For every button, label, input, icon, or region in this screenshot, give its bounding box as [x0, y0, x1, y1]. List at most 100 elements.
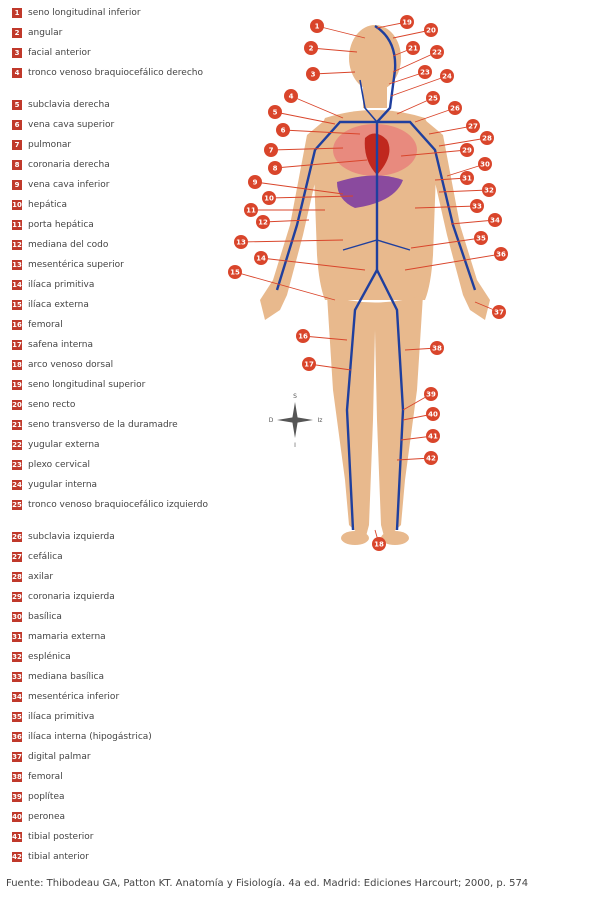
- number-marker-label: 32: [484, 187, 494, 195]
- legend-item: 32esplénica: [12, 652, 222, 663]
- source-citation: Fuente: Thibodeau GA, Patton KT. Anatomí…: [6, 877, 596, 890]
- number-marker-label: 1: [315, 23, 320, 31]
- legend-item: 13 mesentérica superior: [12, 260, 222, 271]
- number-marker-label: 3: [311, 71, 316, 79]
- legend-item: 33 mediana basílica: [12, 672, 222, 683]
- legend-item: 41tibial posterior: [12, 832, 222, 843]
- venous-system-diagram: S I D Iz 1234567891011121314151617181920…: [225, 10, 525, 555]
- legend-label: femoral: [28, 772, 63, 783]
- legend-item: 25tronco venoso braquiocefálico izquierd…: [12, 500, 222, 511]
- legend-label: coronaria izquierda: [28, 592, 115, 603]
- number-marker-label: 40: [428, 411, 438, 419]
- legend-number-badge: 29: [12, 592, 22, 602]
- legend-item: 15 ilíaca externa: [12, 300, 222, 311]
- legend-item: 39poplítea: [12, 792, 222, 803]
- legend-number-badge: 2: [12, 28, 22, 38]
- legend-number-badge: 16: [12, 320, 22, 330]
- legend-item: 34 mesentérica inferior: [12, 692, 222, 703]
- number-marker-label: 22: [432, 49, 442, 57]
- number-marker-label: 28: [482, 135, 492, 143]
- number-marker-label: 24: [442, 73, 452, 81]
- legend-label: subclavia derecha: [28, 100, 110, 111]
- number-marker-label: 12: [258, 219, 268, 227]
- marker-leader-line: [291, 96, 343, 118]
- legend-label: ilíaca interna (hipogástrica): [28, 732, 152, 743]
- legend-item: 42 tibial anterior: [12, 852, 222, 863]
- legend-item: 30basílica: [12, 612, 222, 623]
- legend-number-badge: 18: [12, 360, 22, 370]
- legend-label: pulmonar: [28, 140, 71, 151]
- legend-item: 4tronco venoso braquiocefálico derecho: [12, 68, 222, 79]
- number-marker-label: 16: [298, 333, 308, 341]
- legend-label: mediana basílica: [28, 672, 104, 683]
- legend-number-badge: 31: [12, 632, 22, 642]
- legend-label: vena cava superior: [28, 120, 114, 131]
- legend-item: 10hepática: [12, 200, 222, 211]
- legend-number-badge: 28: [12, 572, 22, 582]
- number-marker-label: 35: [476, 235, 486, 243]
- marker-leader-line: [317, 26, 365, 38]
- legend-number-badge: 26: [12, 532, 22, 542]
- legend-number-badge: 27: [12, 552, 22, 562]
- legend-item: 1 seno longitudinal inferior: [12, 8, 222, 19]
- legend-number-badge: 25: [12, 500, 22, 510]
- legend-label: ilíaca externa: [28, 300, 89, 311]
- number-marker-label: 31: [462, 175, 472, 183]
- legend-label: tibial anterior: [28, 852, 89, 863]
- legend-number-badge: 15: [12, 300, 22, 310]
- legend-number-badge: 9: [12, 180, 22, 190]
- legend-label: facial anterior: [28, 48, 91, 59]
- legend-number-badge: 38: [12, 772, 22, 782]
- legend-number-badge: 42: [12, 852, 22, 862]
- legend-item: 20seno recto: [12, 400, 222, 411]
- legend-label: angular: [28, 28, 62, 39]
- legend-number-badge: 34: [12, 692, 22, 702]
- legend-label: porta hepática: [28, 220, 94, 231]
- legend-label: femoral: [28, 320, 63, 331]
- legend-item: 18arco venoso dorsal: [12, 360, 222, 371]
- legend-number-badge: 5: [12, 100, 22, 110]
- legend-label: safena interna: [28, 340, 93, 351]
- legend-number-badge: 13: [12, 260, 22, 270]
- legend-number-badge: 40: [12, 812, 22, 822]
- legend-item: 19seno longitudinal superior: [12, 380, 222, 391]
- number-marker-label: 6: [281, 127, 286, 135]
- legend-label: mamaria externa: [28, 632, 106, 643]
- legend-label: cefálica: [28, 552, 63, 563]
- legend-item: 12 mediana del codo: [12, 240, 222, 251]
- legend-number-badge: 12: [12, 240, 22, 250]
- legend-number-badge: 1: [12, 8, 22, 18]
- legend-item: 6vena cava superior: [12, 120, 222, 131]
- legend-label: mediana del codo: [28, 240, 108, 251]
- compass-north-label: S: [293, 393, 297, 400]
- legend-number-badge: 33: [12, 672, 22, 682]
- legend-item: 31 mamaria externa: [12, 632, 222, 643]
- number-marker-label: 38: [432, 345, 442, 353]
- legend-label: ilíaca primitiva: [28, 280, 94, 291]
- compass-south-label: I: [294, 442, 296, 449]
- number-marker-label: 15: [230, 269, 240, 277]
- legend-item: 26subclavia izquierda: [12, 532, 222, 543]
- number-marker-label: 26: [450, 105, 460, 113]
- legend-label: ilíaca primitiva: [28, 712, 94, 723]
- legend-item: 14 ilíaca primitiva: [12, 280, 222, 291]
- marker-leader-line: [391, 76, 447, 96]
- legend-label: yugular externa: [28, 440, 100, 451]
- number-marker-label: 2: [309, 45, 314, 53]
- legend-label: mesentérica inferior: [28, 692, 119, 703]
- legend-label: plexo cervical: [28, 460, 90, 471]
- legend-item: 5 subclavia derecha: [12, 100, 222, 111]
- legend-label: mesentérica superior: [28, 260, 124, 271]
- number-marker-label: 19: [402, 19, 412, 27]
- legend-number-badge: 22: [12, 440, 22, 450]
- number-marker-label: 33: [472, 203, 482, 211]
- legend-number-badge: 30: [12, 612, 22, 622]
- legend-item: 16 femoral: [12, 320, 222, 331]
- legend-item: 2 angular: [12, 28, 222, 39]
- number-marker-label: 5: [273, 109, 278, 117]
- legend-number-badge: 41: [12, 832, 22, 842]
- legend-number-badge: 14: [12, 280, 22, 290]
- number-marker-label: 13: [236, 239, 246, 247]
- legend-item: 38 femoral: [12, 772, 222, 783]
- legend-label: seno longitudinal inferior: [28, 8, 141, 19]
